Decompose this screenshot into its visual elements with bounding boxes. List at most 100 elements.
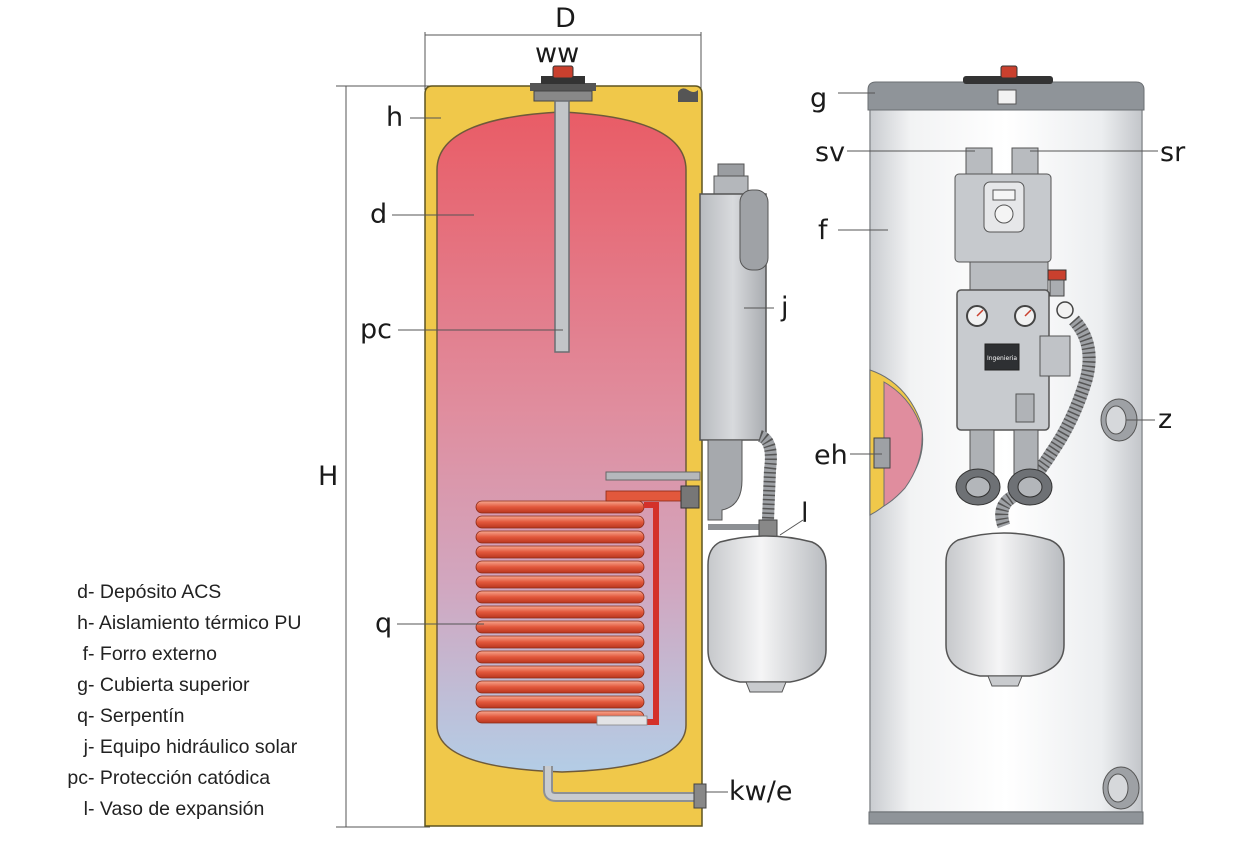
legend-text: - Equipo hidráulico solar: [88, 736, 298, 758]
legend-key: d: [77, 581, 88, 603]
tank-cross-section: [336, 32, 827, 828]
label-f: f: [818, 215, 828, 246]
label-q: q: [375, 608, 393, 639]
cold-water-inlet-pipe-highlight: [545, 766, 700, 800]
legend-item: f- Forro externo: [58, 639, 301, 670]
coil-turn: [475, 605, 645, 619]
upper-connection-pipe: [605, 471, 701, 481]
label-sr: sr: [1160, 137, 1186, 168]
unit-neck: [969, 261, 1049, 291]
hydraulic-unit-pump: [739, 189, 769, 271]
vessel-bracket: [708, 524, 768, 530]
safety-valve-body: [1049, 279, 1065, 297]
label-H: H: [318, 461, 339, 492]
sv-connection: [965, 147, 993, 175]
label-z: z: [1158, 404, 1173, 435]
label-ww: ww: [535, 38, 580, 69]
label-pc: pc: [360, 314, 392, 345]
coil-return-pipe: [596, 715, 648, 726]
kw-e-connector: [693, 783, 707, 809]
top-red-fitting: [1000, 65, 1018, 79]
label-j: j: [781, 292, 789, 323]
cathodic-protection-rod: [554, 100, 570, 353]
expansion-vessel: [707, 519, 827, 693]
legend-text: - Depósito ACS: [88, 581, 222, 603]
coil-turn: [475, 560, 645, 574]
coil-turn: [475, 530, 645, 544]
legend-key: h: [77, 612, 88, 634]
panel-drain-valve: [1015, 393, 1035, 423]
legend-item: d- Depósito ACS: [58, 577, 301, 608]
ww-outlet-red: [552, 65, 574, 79]
label-D: D: [555, 3, 576, 34]
legend-key: l: [83, 798, 88, 820]
legend-item: h- Aislamiento térmico PU: [58, 608, 301, 639]
controller-knob: [994, 204, 1014, 224]
coil-turn: [475, 635, 645, 649]
l-leader-line: [779, 519, 804, 536]
coil-turn: [475, 575, 645, 589]
label-l: l: [801, 498, 809, 529]
casing-base: [868, 811, 1144, 825]
brand-plate-text: Ingenieria: [987, 355, 1017, 362]
unit-top-valve-nut: [713, 175, 749, 195]
vessel-foot: [745, 681, 787, 693]
legend-text: - Protección catódica: [88, 767, 271, 789]
top-cover-cap: [963, 76, 1053, 84]
label-sv: sv: [815, 137, 846, 168]
flexible-hose: [757, 430, 777, 521]
legend: d- Depósito ACS h- Aislamiento térmico P…: [58, 577, 301, 825]
vessel-foot-right: [987, 675, 1023, 687]
cutaway-tank: [883, 381, 923, 507]
coil-heat-exchanger: [475, 490, 683, 726]
legend-text: - Cubierta superior: [88, 674, 250, 696]
coil-turn: [475, 680, 645, 694]
pressure-gauge-icon: [1056, 301, 1074, 319]
label-h: h: [386, 102, 404, 133]
solar-hydraulic-unit: [699, 163, 777, 530]
brand-plate: [984, 343, 1020, 371]
tank-external-view: Ingenieria: [838, 65, 1158, 825]
electric-heater-eh: [873, 437, 891, 469]
coil-turn: [475, 590, 645, 604]
top-flange: [530, 83, 596, 91]
legend-key: g: [77, 674, 88, 696]
unit-outlet-pipe: [707, 439, 743, 521]
legend-key: j: [83, 736, 88, 758]
legend-text: - Aislamiento térmico PU: [88, 612, 302, 634]
top-flange-cap: [541, 76, 585, 84]
coil-turn: [475, 620, 645, 634]
expansion-vessel-right: [945, 532, 1065, 677]
coil-turn: [475, 515, 645, 529]
side-valve-box: [1039, 335, 1071, 377]
legend-key: q: [77, 705, 88, 727]
coil-turn: [475, 650, 645, 664]
legend-key: f: [82, 643, 88, 665]
top-right-fitting-icon: [678, 88, 698, 102]
label-d: d: [370, 199, 388, 230]
label-kw-e: kw/e: [729, 776, 793, 807]
flange-plate: [533, 90, 593, 102]
controller-display: [992, 189, 1016, 201]
label-g: g: [810, 83, 828, 114]
legend-item: q- Serpentín: [58, 701, 301, 732]
coil-turn: [475, 665, 645, 679]
coil-connection-fitting: [680, 485, 700, 509]
vessel-body: [707, 535, 827, 683]
flexible-hose-right: [995, 315, 1096, 529]
legend-item: j- Equipo hidráulico solar: [58, 732, 301, 763]
legend-text: - Vaso de expansión: [88, 798, 265, 820]
coil-turn: [475, 545, 645, 559]
legend-item: pc- Protección catódica: [58, 763, 301, 794]
top-display-icon: [997, 89, 1017, 105]
safety-valve-cap: [1047, 269, 1067, 281]
label-eh: eh: [814, 440, 848, 471]
legend-item: g- Cubierta superior: [58, 670, 301, 701]
coil-turn: [475, 695, 645, 709]
legend-text: - Forro externo: [88, 643, 217, 665]
legend-item: l- Vaso de expansión: [58, 794, 301, 825]
legend-text: - Serpentín: [88, 705, 185, 727]
sr-connection: [1011, 147, 1039, 175]
